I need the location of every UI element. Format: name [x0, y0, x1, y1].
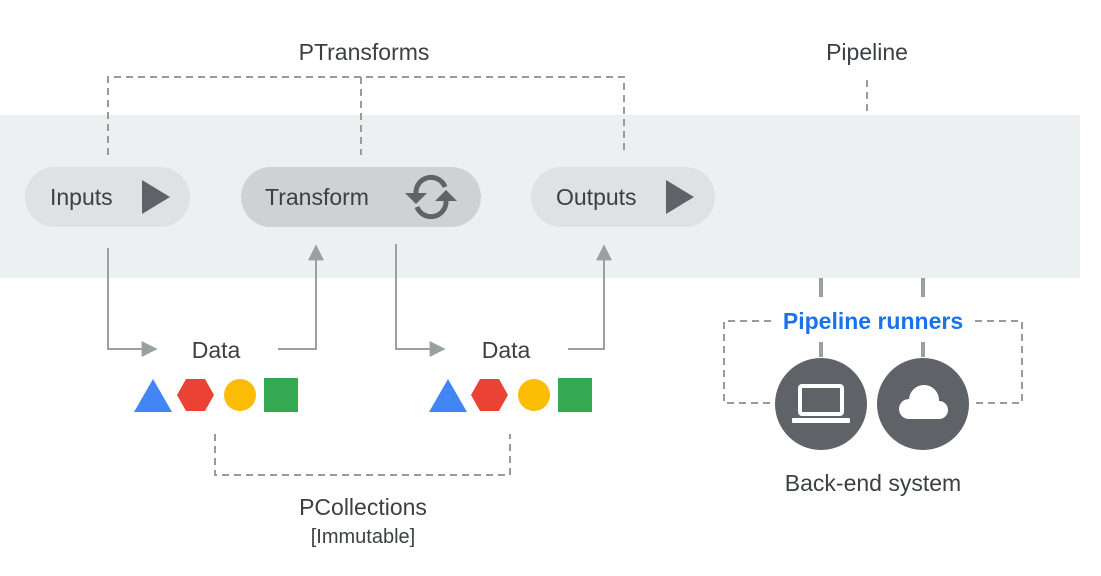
pipeline-label: Pipeline: [826, 39, 908, 65]
local-runner: [775, 358, 867, 450]
hexagon-icon: [471, 379, 508, 411]
circle-icon: [224, 379, 256, 411]
arrow-data-to-outputs: [568, 244, 612, 350]
hexagon-icon: [177, 379, 214, 411]
cloud-icon: [899, 385, 948, 419]
transform-node: Transform: [241, 167, 481, 227]
data-shapes-second: [429, 378, 592, 412]
pipeline-runners-label: Pipeline runners: [783, 308, 963, 334]
play-icon: [666, 180, 694, 214]
inputs-label: Inputs: [50, 184, 113, 210]
data-shapes-first: [134, 378, 298, 412]
circle-icon: [518, 379, 550, 411]
triangle-icon: [429, 379, 467, 412]
square-icon: [264, 378, 298, 412]
arrow-transform-to-data: [395, 244, 446, 357]
square-icon: [558, 378, 592, 412]
ptransforms-bracket: [107, 76, 625, 155]
cloud-runner: [877, 358, 969, 450]
triangle-icon: [134, 379, 172, 412]
arrow-data-to-transform: [278, 244, 324, 350]
data-label-second: Data: [482, 337, 531, 363]
immutable-label: [Immutable]: [311, 526, 415, 548]
arrow-inputs-to-data: [107, 248, 158, 357]
inputs-node: Inputs: [25, 167, 190, 227]
flow-arrows: [107, 244, 612, 357]
data-label-first: Data: [192, 337, 241, 363]
outputs-node: Outputs: [531, 167, 715, 227]
backend-label: Back-end system: [785, 470, 961, 496]
pcollections-label: PCollections: [299, 494, 427, 520]
laptop-icon: [792, 384, 850, 423]
transform-label: Transform: [265, 184, 369, 210]
runners-bracket: [723, 320, 1023, 404]
pcollections-bracket: [214, 434, 511, 476]
refresh-icon: [405, 174, 457, 220]
ptransforms-label: PTransforms: [299, 39, 430, 65]
runner-connectors: [819, 278, 925, 357]
play-icon: [142, 180, 170, 214]
outputs-label: Outputs: [556, 184, 637, 210]
